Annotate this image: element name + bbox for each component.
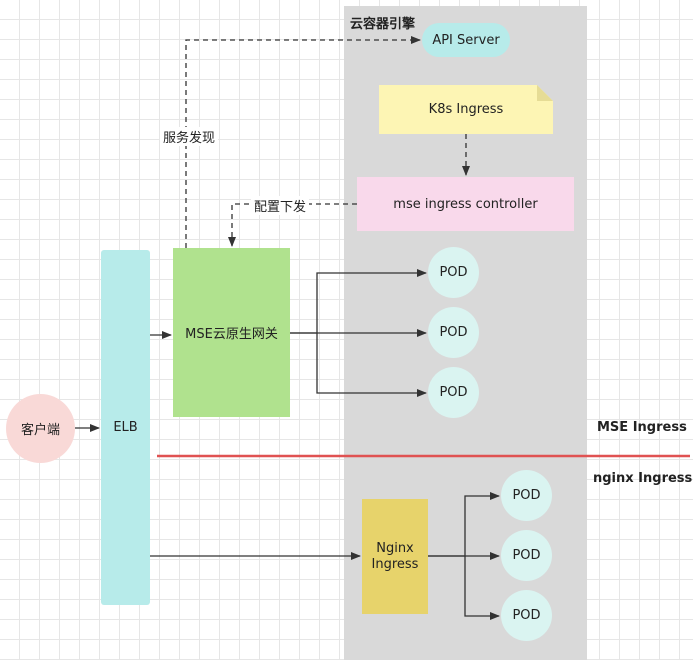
mse-pod-1: POD (428, 247, 479, 298)
service-discovery-label: 服务发现 (160, 127, 219, 146)
mse-pod-2: POD (428, 307, 479, 358)
mse-cloud-native-gateway-node: MSE云原生网关 (173, 248, 290, 417)
engine-title: 云容器引擎 (350, 17, 416, 32)
k8s-ingress-label: K8s Ingress (428, 102, 504, 117)
nginx-pod-1: POD (501, 470, 552, 521)
nginx-pod-2: POD (501, 530, 552, 581)
nginx-pod-3: POD (501, 590, 552, 641)
nginx-ingress-label-line2: Ingress (371, 556, 419, 572)
api-server-node: API Server (422, 23, 510, 57)
elb-node: ELB (101, 250, 150, 605)
nginx-ingress-node: Nginx Ingress (362, 499, 428, 614)
config-push-label: 配置下发 (251, 196, 310, 215)
nginx-ingress-label-line1: Nginx (376, 540, 414, 556)
mse-pod-3: POD (428, 367, 479, 418)
mse-ingress-section-label: MSE Ingress (597, 420, 687, 435)
note-shape-icon (379, 85, 553, 134)
client-node: 客户端 (6, 394, 75, 463)
nginx-ingress-section-label: nginx Ingress (593, 471, 693, 486)
mse-ingress-controller-node: mse ingress controller (357, 177, 574, 231)
k8s-ingress-node: K8s Ingress (379, 85, 553, 134)
